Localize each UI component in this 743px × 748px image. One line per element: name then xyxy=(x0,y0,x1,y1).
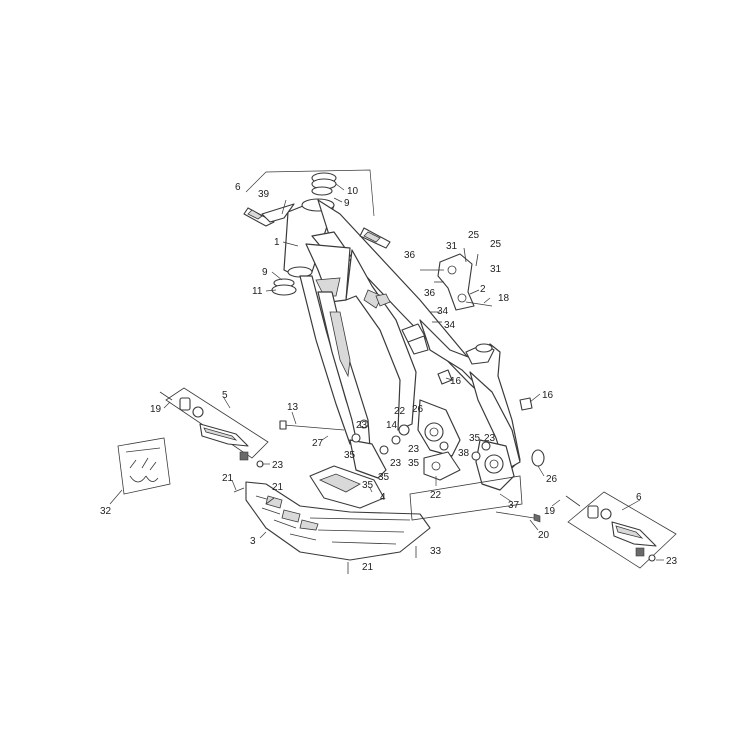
callout-32: 32 xyxy=(100,506,112,517)
callout-35: 35 xyxy=(408,458,420,469)
callout-35: 35 xyxy=(378,472,390,483)
decal-parts xyxy=(243,169,391,249)
callout-23: 23 xyxy=(408,444,420,455)
callout-11: 11 xyxy=(252,286,263,297)
callout-23: 23 xyxy=(356,420,368,431)
leader-lines xyxy=(109,183,664,561)
callout-26: 26 xyxy=(546,474,558,485)
callout-13: 13 xyxy=(287,402,299,413)
callout-22: 22 xyxy=(430,490,442,501)
callout-1: 1 xyxy=(274,237,280,248)
callout-16: 16 xyxy=(542,390,554,401)
callout-4: 4 xyxy=(380,492,386,503)
spring-kit-bag xyxy=(117,437,171,495)
callout-20: 20 xyxy=(538,530,550,541)
callout-21: 21 xyxy=(222,473,234,484)
callout-2: 2 xyxy=(480,284,486,295)
callout-6: 6 xyxy=(636,492,642,503)
callout-25: 25 xyxy=(468,230,480,241)
callout-39: 39 xyxy=(258,189,270,200)
callout-36: 36 xyxy=(424,288,436,299)
callout-23: 23 xyxy=(484,433,496,444)
callout-10: 10 xyxy=(347,186,359,197)
callout-25: 25 xyxy=(490,239,502,250)
callout-37: 37 xyxy=(508,500,520,511)
callout-14: 14 xyxy=(386,420,398,431)
callout-19: 19 xyxy=(150,404,162,415)
callout-35: 35 xyxy=(469,433,481,444)
engine-mount-bracket xyxy=(420,247,493,323)
callout-35: 35 xyxy=(362,480,374,491)
callout-21: 21 xyxy=(272,482,284,493)
skid-plate xyxy=(233,481,431,574)
right-footpeg-assembly xyxy=(565,491,677,569)
callout-9: 9 xyxy=(262,267,268,278)
callout-3: 3 xyxy=(250,536,256,547)
callout-6: 6 xyxy=(235,182,241,193)
callout-21: 21 xyxy=(362,562,374,573)
callout-19: 19 xyxy=(544,506,556,517)
callout-31: 31 xyxy=(490,264,502,275)
callout-5: 5 xyxy=(222,390,228,401)
callout-38: 38 xyxy=(458,448,470,459)
callout-34: 34 xyxy=(444,320,456,331)
callout-23: 23 xyxy=(666,556,678,567)
callout-27: 27 xyxy=(312,438,324,449)
callout-35: 35 xyxy=(344,450,356,461)
callout-34: 34 xyxy=(437,306,449,317)
callout-31: 31 xyxy=(446,241,458,252)
callout-36: 36 xyxy=(404,250,416,261)
callout-labels: 6 10 39 9 1 9 11 31 25 25 36 31 2 36 18 … xyxy=(100,182,678,573)
left-footpeg-assembly xyxy=(159,387,269,468)
callout-33: 33 xyxy=(430,546,442,557)
washers-and-nuts xyxy=(351,419,491,461)
frame-body xyxy=(279,198,521,491)
callout-23: 23 xyxy=(272,460,284,471)
callout-18: 18 xyxy=(498,293,510,304)
callout-16: 16 xyxy=(450,376,462,387)
callout-26: 26 xyxy=(412,404,424,415)
callout-23: 23 xyxy=(390,458,402,469)
engine-guard-plate xyxy=(309,465,385,509)
callout-9: 9 xyxy=(344,198,350,209)
callout-22: 22 xyxy=(394,406,406,417)
